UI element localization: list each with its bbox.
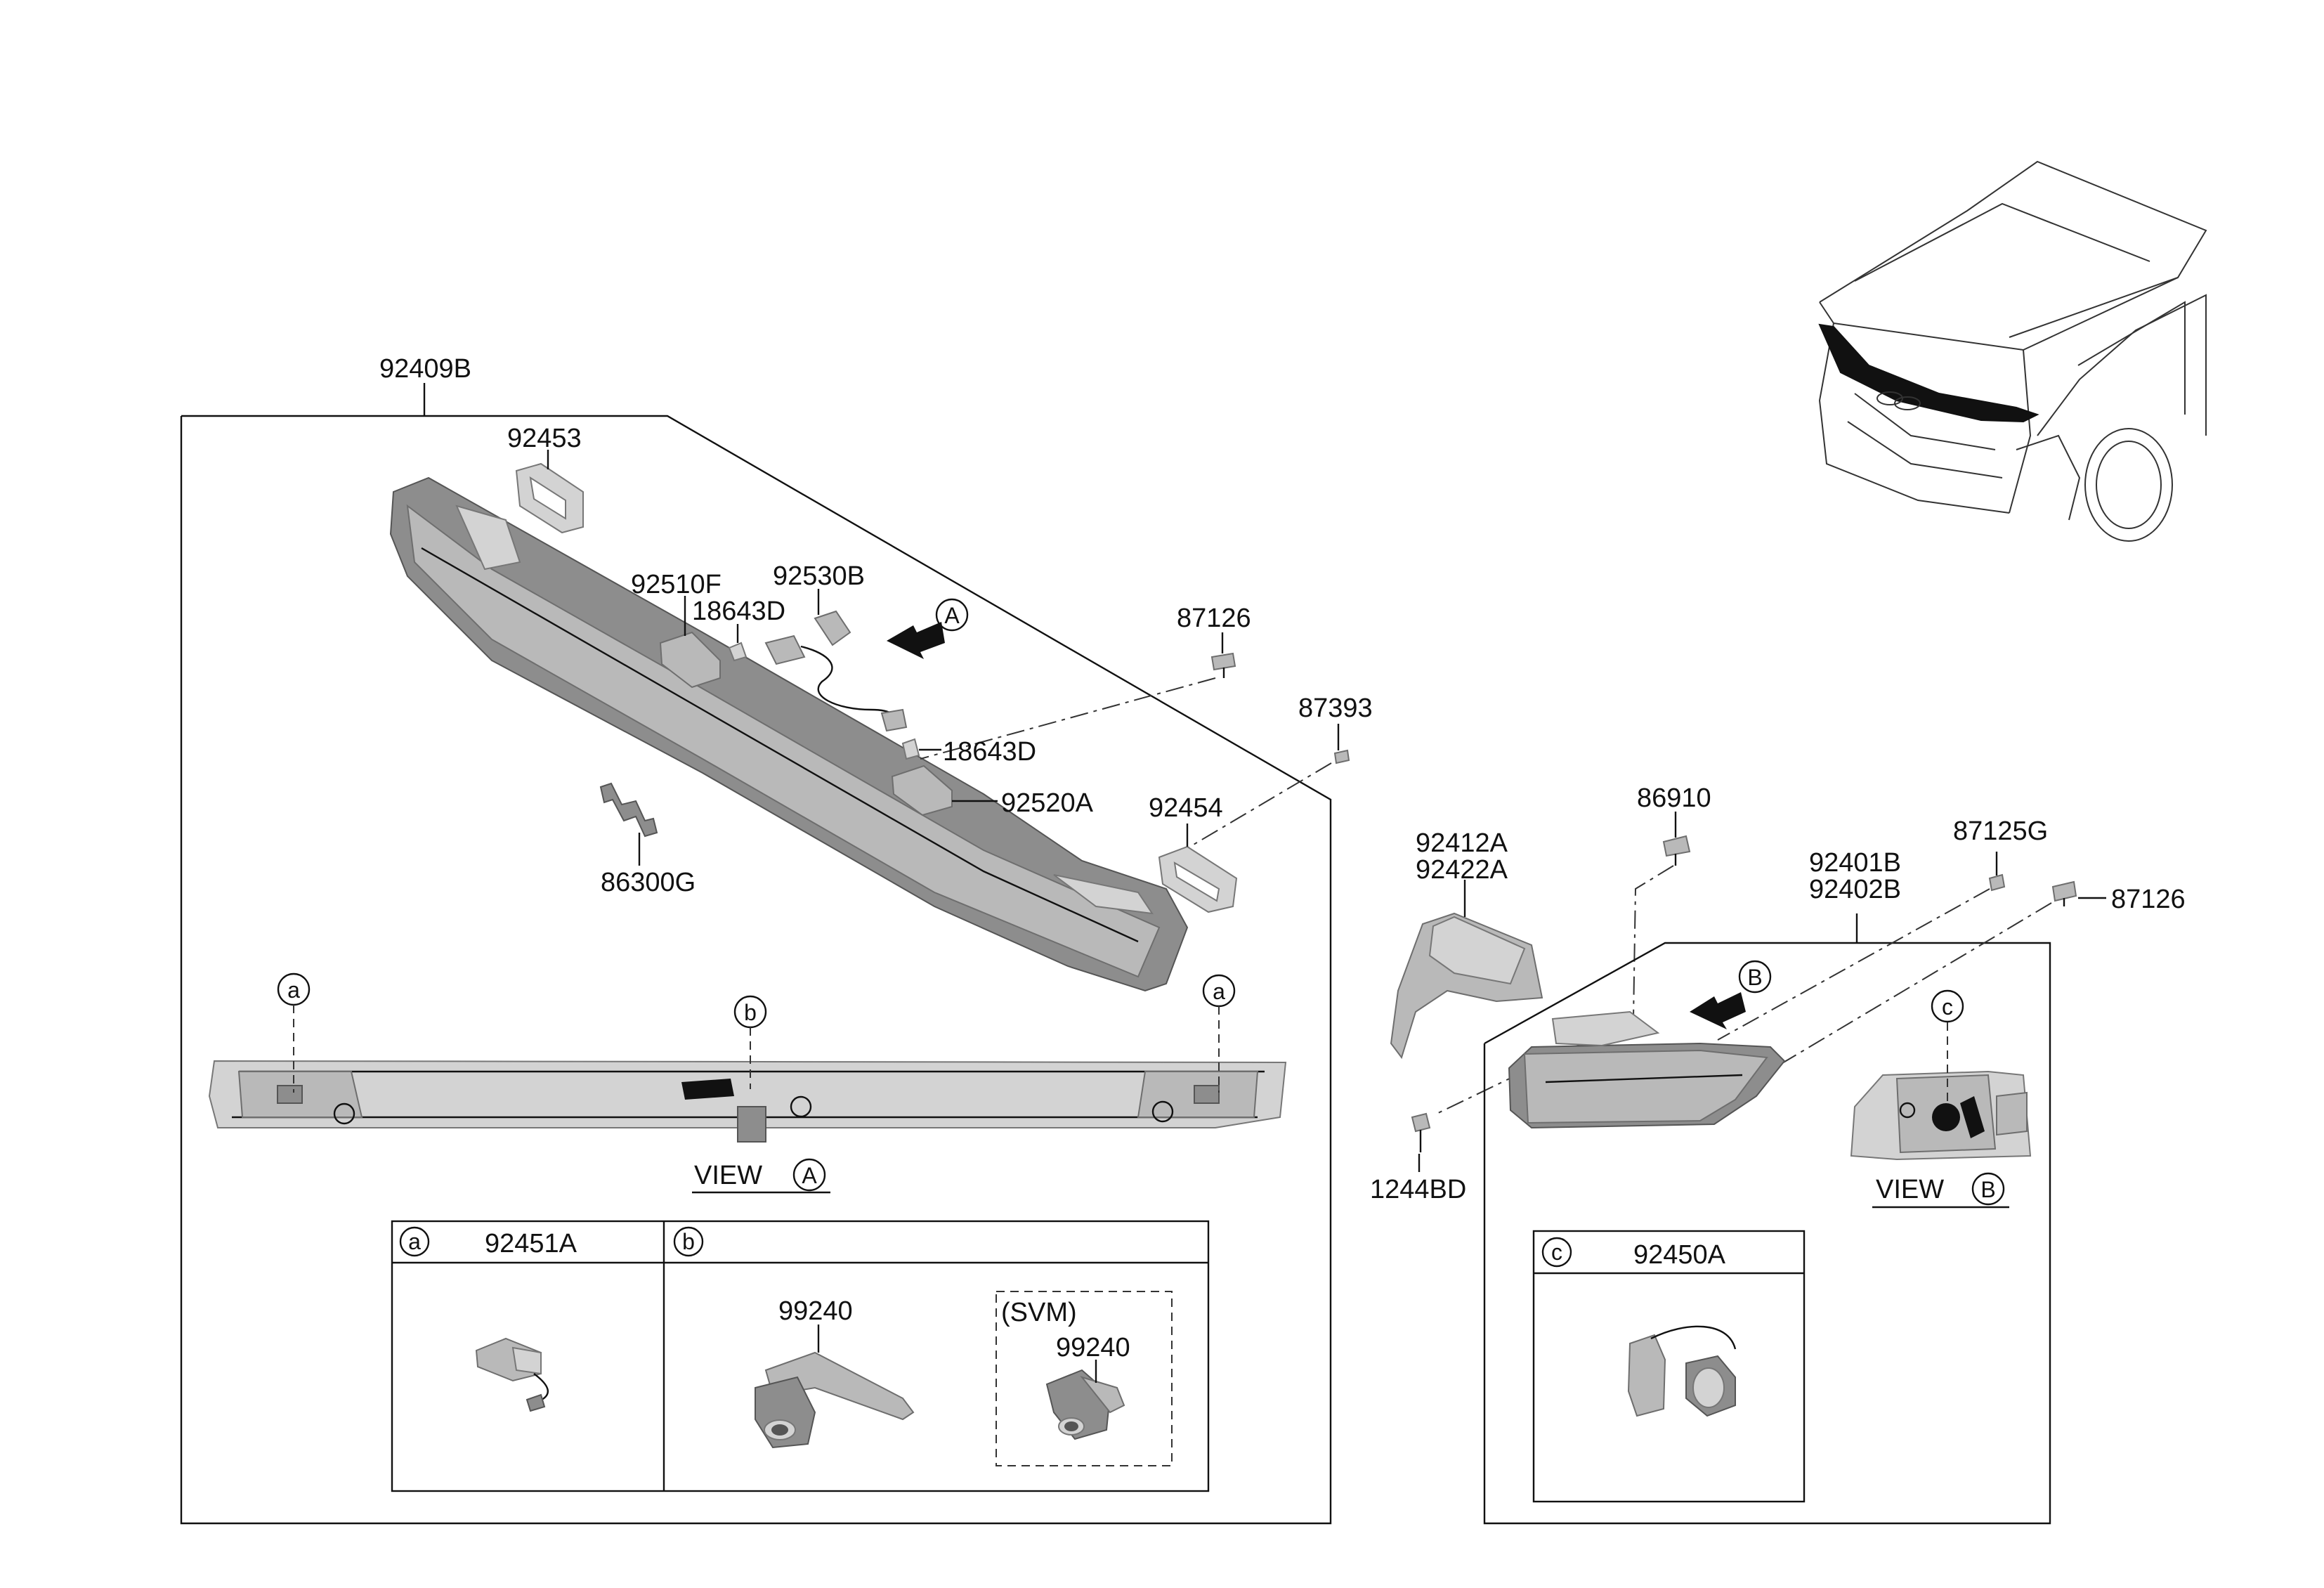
rear-camera-99240 [755,1351,915,1449]
callout-B-top: B [1747,965,1762,990]
label-18643d-bottom: 18643D [943,737,1036,767]
label-18643d-top: 18643D [692,597,785,626]
table-callout-a: a [408,1229,421,1254]
socket-wiring-92450a [1627,1325,1737,1417]
callout-c: c [1942,994,1953,1020]
label-99240-svm: 99240 [1056,1333,1130,1362]
lamp-rear-view-b [1850,1070,2032,1161]
label-92422a: 92422A [1416,855,1508,885]
label-1244bd: 1244BD [1370,1175,1466,1204]
view-b-direction-arrow-icon [1690,992,1746,1029]
callout-a-right: a [1213,979,1225,1004]
screw-87126-left-icon [1210,652,1236,678]
detail-table-a-b [391,1220,1210,1492]
label-87125g: 87125G [1953,816,2048,846]
detail-table-c [1532,1230,1806,1503]
view-a-direction-arrow-icon [887,622,945,659]
screw-86910-icon [1662,835,1691,866]
socket-92451a [475,1337,549,1412]
label-92530b: 92530B [773,561,865,591]
assembly-frame-left [180,415,1332,1525]
label-92409b: 92409B [379,354,471,384]
label-92510f: 92510F [631,570,722,599]
label-86300g: 86300G [601,868,696,897]
label-87126-left: 87126 [1177,604,1251,633]
screw-87393-icon [1333,749,1350,764]
bulb-18643d-top [728,642,748,662]
callout-A-view: A [802,1163,817,1188]
socket-wiring-92530b [764,610,908,732]
garnish-rear-view-a [208,1060,1287,1143]
label-92520a: 92520A [1001,788,1094,818]
vehicle-rear-thumbnail [1818,160,2207,542]
label-99240: 99240 [778,1296,853,1326]
table-callout-b: b [682,1229,695,1254]
label-92401b: 92401B [1809,848,1901,878]
label-92454: 92454 [1149,793,1223,823]
label-92402b: 92402B [1809,875,1901,904]
assembly-frame-right [1483,942,2051,1525]
table-callout-c: c [1551,1239,1562,1265]
svm-camera-99240 [1045,1369,1125,1440]
clip-86300g [599,782,658,838]
inner-cover-92412a [1390,912,1543,1060]
callout-A-top: A [944,603,960,628]
tailgate-garnish-lamp [389,476,1189,992]
label-87393: 87393 [1298,694,1373,723]
label-86910: 86910 [1637,783,1711,813]
callout-a-left: a [287,977,300,1003]
label-92450a: 92450A [1633,1240,1726,1270]
callout-b: b [744,1000,757,1025]
bulb-18643d-bottom [901,738,920,760]
view-a-caption: VIEW [694,1161,762,1190]
rear-combination-lamp [1508,1010,1786,1129]
view-b-caption: VIEW [1876,1175,1944,1204]
svm-variant-box [995,1291,1173,1466]
license-lamp-92520a [891,764,953,816]
svm-note: (SVM) [1001,1298,1077,1327]
gasket-92453 [515,462,584,534]
label-92453: 92453 [507,424,582,453]
screw-87126-right-icon [2051,880,2077,906]
license-lamp-92510f [659,631,721,689]
screw-87125g-icon [1988,873,2006,892]
screw-1244bd-icon [1411,1112,1431,1152]
callout-B-view: B [1980,1177,1995,1202]
label-92412a: 92412A [1416,828,1508,858]
label-92451a: 92451A [485,1229,577,1258]
label-87126-right: 87126 [2111,885,2186,914]
